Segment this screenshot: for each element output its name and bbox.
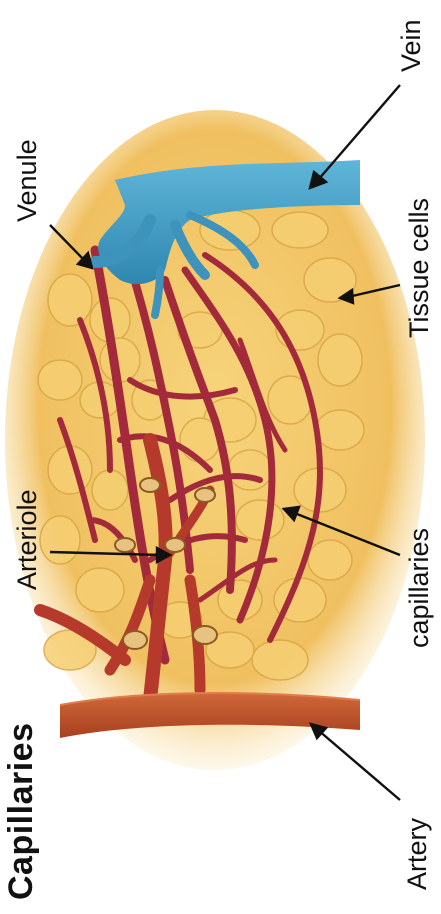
tissue-cell: [252, 640, 308, 680]
artery-label: Artery: [404, 818, 431, 890]
tissue-cell: [316, 410, 364, 450]
tissue-cell: [38, 360, 82, 400]
tissue-cell: [40, 516, 80, 564]
arteriole-label: Arteriole: [14, 489, 41, 590]
tissue-cell: [200, 210, 260, 250]
tissue-cell: [318, 334, 362, 386]
tissue-cell: [308, 540, 352, 580]
tissue-cell: [76, 568, 124, 612]
tissue-cell: [228, 450, 272, 490]
tissue-cells-label: Tissue cells: [406, 198, 433, 338]
tissue-cell: [92, 470, 128, 510]
capillaries-label: capillaries: [406, 528, 433, 648]
tissue-cell: [48, 274, 92, 326]
diagram-title: Capillaries: [4, 723, 38, 900]
tissue-cell: [272, 212, 328, 248]
venule-label: Venule: [14, 139, 41, 222]
vein-label: Vein: [398, 19, 425, 72]
tissue-cell: [236, 500, 284, 540]
artery-arrow: [318, 730, 400, 800]
